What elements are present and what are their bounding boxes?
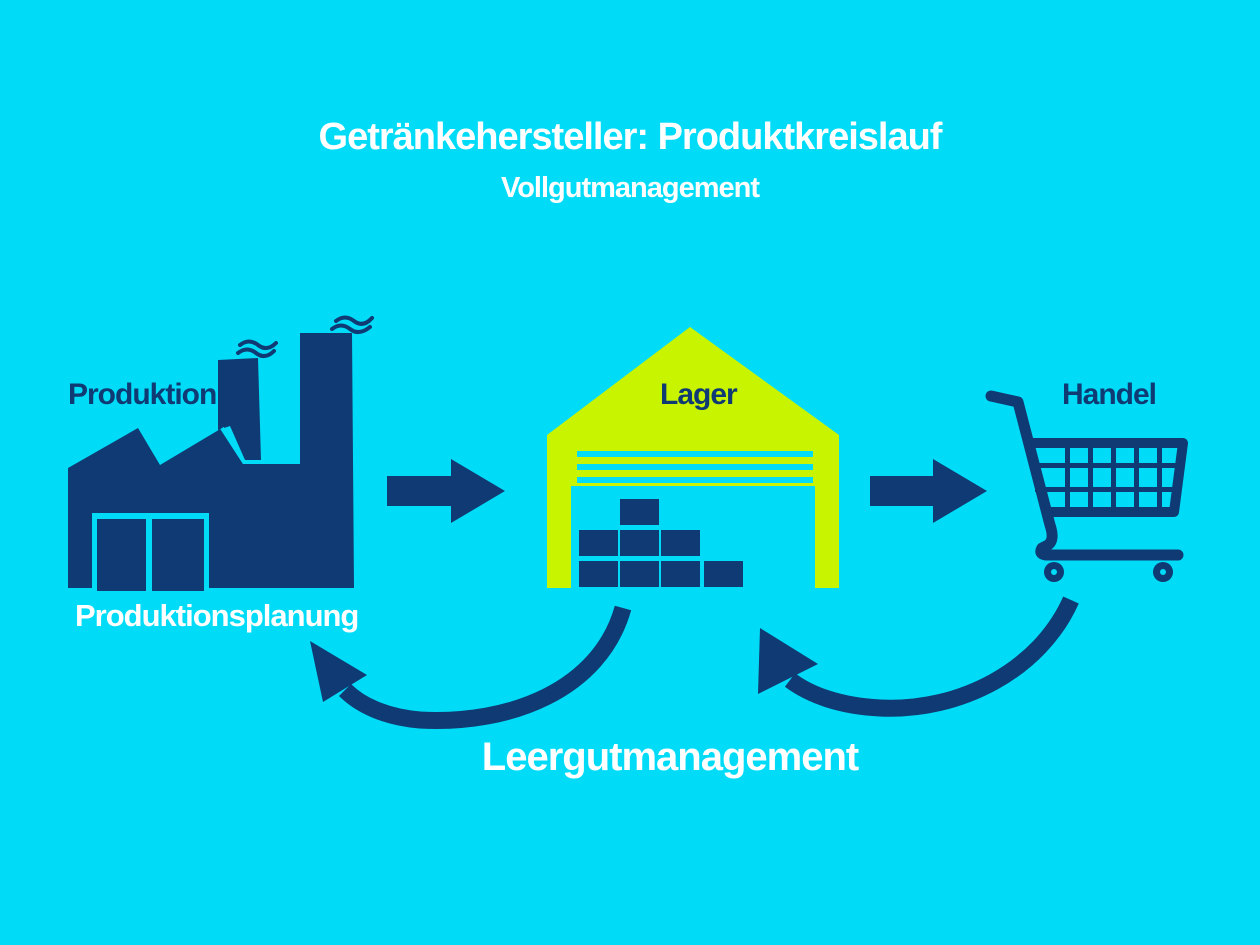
diagram-title: Getränkehersteller: Produktkreislauf xyxy=(318,116,943,158)
shopping-cart-icon xyxy=(985,390,1188,582)
arrow-lager-to-handel xyxy=(870,459,987,523)
node-label-produktion: Produktion xyxy=(68,378,217,411)
node-label-lager: Lager xyxy=(660,378,738,411)
label-produktionsplanung: Produktionsplanung xyxy=(75,598,359,633)
return-arrow-handel-to-lager xyxy=(758,596,1079,717)
arrow-produktion-to-lager xyxy=(387,459,505,523)
node-label-handel: Handel xyxy=(1062,378,1157,411)
factory-icon xyxy=(68,315,374,591)
return-arrow-lager-to-produktion xyxy=(310,605,632,729)
warehouse-icon xyxy=(547,327,839,588)
label-leergutmanagement: Leergutmanagement xyxy=(481,735,859,779)
diagram-subtitle: Vollgutmanagement xyxy=(501,172,760,204)
